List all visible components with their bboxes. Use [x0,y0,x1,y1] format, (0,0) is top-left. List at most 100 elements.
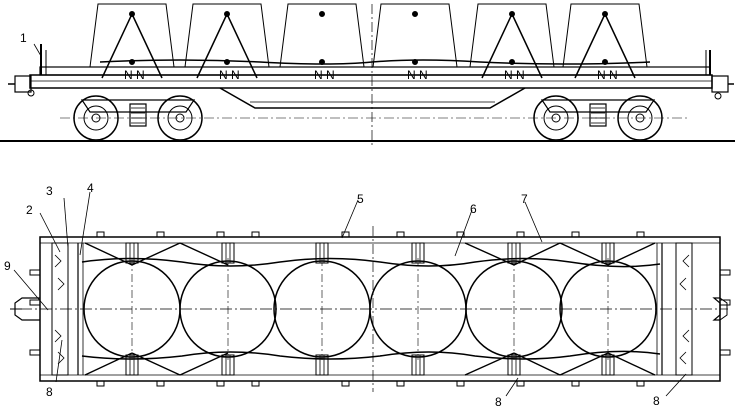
axle [635,113,645,123]
side-tie-wire [481,13,513,79]
callout-8-middle: 8 [495,377,519,408]
wheel [73,95,119,141]
callout-7: 7 [521,192,543,243]
callouts: 1 2 3 4 5 6 7 8 [4,31,687,408]
stake-pocket [456,231,465,238]
callout-label: 9 [4,259,11,273]
stake-pocket [636,380,645,387]
stake-pocket [96,231,105,238]
callout-8-left: 8 [46,339,63,399]
stake-pocket [96,380,105,387]
wheel [533,95,579,141]
load-side [372,3,458,68]
side-lug [719,299,731,306]
side-marking: N N [124,68,145,82]
axle [175,113,185,123]
top-tie-wire [464,242,515,266]
side-marking: N N [407,68,428,82]
side-tie-wire [196,13,228,79]
top-tie-wire [607,242,656,266]
side-marking: N N [314,68,335,82]
callout-label: 8 [46,385,53,399]
callout-label: 8 [653,394,660,408]
top-tie-wire [179,242,229,266]
wheel-hub [167,105,193,131]
chock [507,354,521,376]
top-tie-wire [513,242,561,266]
stake-pocket [396,380,405,387]
callout-4: 4 [79,181,94,256]
wheel-hub [543,105,569,131]
callout-5: 5 [341,192,364,239]
stake-pocket [396,231,405,238]
wheel-hub [627,105,653,131]
stake-pocket [571,231,580,238]
lower-long-wire [81,350,661,360]
load-top-point [319,11,325,17]
chock [507,242,521,264]
chock [601,354,615,376]
callout-label: 1 [20,31,27,45]
stake-pocket [341,380,350,387]
top-tie-wire [607,352,656,376]
coupler-right [711,75,734,100]
top-tie-wire [131,242,181,266]
stake-pocket [636,231,645,238]
top-tie-wire [131,352,181,376]
side-marking: N N [504,68,525,82]
wheel [617,95,663,141]
axle [91,113,101,123]
stake-pocket [516,231,525,238]
stake-pocket [216,380,225,387]
top-tie-wire [84,352,133,376]
chock [221,354,235,376]
top-tie-wire [513,352,561,376]
stake-pocket [251,380,260,387]
upper-long-wire [81,257,661,268]
stake-pocket [156,380,165,387]
callout-6: 6 [454,202,477,257]
stake-pocket [341,231,350,238]
callout-label: 4 [87,181,94,195]
wheel-hub [83,105,109,131]
callout-2: 2 [26,203,61,253]
wheel [157,95,203,141]
callout-label: 8 [495,395,502,408]
axle [551,113,561,123]
callout-9: 9 [4,259,49,311]
load-side [279,3,365,68]
bogie-frame [80,99,196,113]
callout-label: 7 [521,192,528,206]
chock [315,354,329,376]
chock [221,242,235,264]
stake-pocket [516,380,525,387]
callout-label: 3 [46,184,53,198]
chock [411,242,425,264]
side-tie-wire [226,13,258,79]
load-side [89,3,175,68]
side-tie-wire [574,13,606,79]
side-lug [29,269,41,276]
chock [125,242,139,264]
side-lashing-wire [99,59,651,65]
side-tie-wire [511,13,543,79]
stake-pocket [251,231,260,238]
load-top-point [412,11,418,17]
callout-label: 6 [470,202,477,216]
chock [125,354,139,376]
top-tie-wire [84,242,133,266]
side-tie-wire [101,13,133,79]
top-tie-wire [179,352,229,376]
stake-pocket [216,231,225,238]
callout-3: 3 [46,184,69,249]
bogie-spring [589,103,607,127]
callout-label: 5 [357,192,364,206]
stake-pocket [571,380,580,387]
side-tie-wire [604,13,636,79]
top-tie-wire [464,352,515,376]
side-marking: N N [219,68,240,82]
load-side [469,3,555,68]
stake-pocket [456,380,465,387]
